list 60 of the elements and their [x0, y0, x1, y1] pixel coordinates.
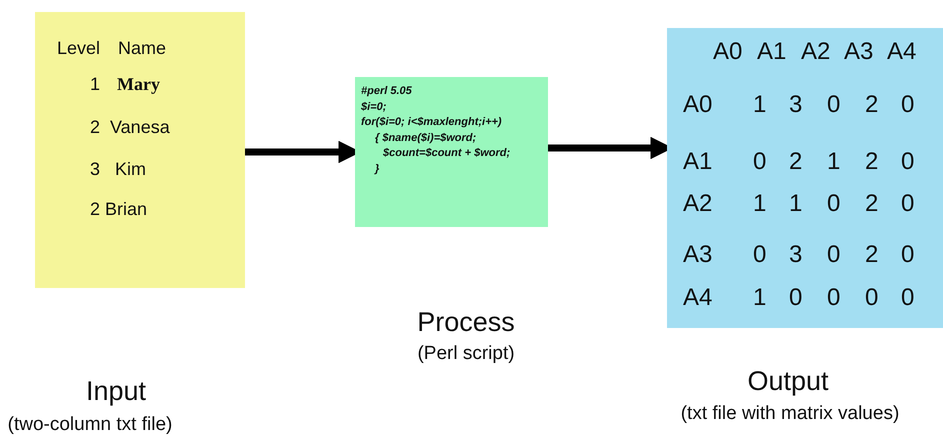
code-line: $i=0;: [361, 100, 386, 112]
matrix-header: A4: [683, 284, 712, 312]
matrix-cell: 2: [865, 190, 878, 218]
matrix-cell: 0: [827, 190, 840, 218]
table-cell: 2: [90, 117, 100, 138]
matrix-header: A2: [801, 38, 830, 66]
table-cell: Brian: [105, 199, 148, 220]
matrix-cell: 2: [865, 91, 878, 119]
matrix-cell: 1: [789, 190, 802, 218]
matrix-cell: 3: [789, 241, 802, 269]
matrix-header: A4: [887, 38, 916, 66]
table-cell: 2: [90, 199, 100, 220]
code-line: { $name($i)=$word;: [375, 132, 476, 144]
matrix-cell: 0: [827, 284, 840, 312]
stage-title: Output: [746, 366, 830, 397]
matrix-cell: 0: [901, 190, 914, 218]
stage-caption: (txt file with matrix values): [680, 403, 900, 425]
matrix-cell: 0: [901, 148, 914, 176]
matrix-cell: 0: [901, 284, 914, 312]
matrix-cell: 0: [789, 284, 802, 312]
matrix-cell: 1: [753, 91, 766, 119]
matrix-cell: 2: [865, 241, 878, 269]
stage-title: Process: [416, 307, 516, 338]
script-panel: [355, 77, 548, 227]
output-matrix-panel: [667, 28, 943, 328]
stage-title: Input: [84, 376, 148, 407]
column-header: Level: [57, 38, 100, 59]
stage-caption: (two-column txt file): [6, 414, 174, 436]
column-header: Name: [118, 38, 166, 59]
matrix-header: A1: [683, 148, 712, 176]
table-cell: 3: [90, 159, 100, 180]
table-cell: 1: [90, 74, 100, 95]
code-line: $count=$count + $word;: [383, 147, 510, 159]
matrix-cell: 1: [753, 190, 766, 218]
matrix-cell: 0: [753, 148, 766, 176]
stage-caption: (Perl script): [416, 343, 516, 365]
matrix-cell: 2: [865, 148, 878, 176]
matrix-header: A3: [844, 38, 874, 66]
code-line: #perl 5.05: [361, 85, 412, 97]
matrix-cell: 0: [827, 91, 840, 119]
matrix-header: A3: [683, 241, 712, 269]
input-file-panel: [35, 12, 245, 288]
matrix-cell: 1: [753, 284, 766, 312]
matrix-cell: 0: [827, 241, 840, 269]
table-cell: Kim: [115, 159, 146, 180]
code-line: }: [375, 162, 380, 174]
table-cell: Mary: [117, 74, 160, 95]
table-cell: Vanesa: [110, 117, 170, 138]
matrix-cell: 0: [901, 91, 914, 119]
matrix-cell: 2: [789, 148, 802, 176]
matrix-cell: 0: [901, 241, 914, 269]
matrix-cell: 1: [827, 148, 840, 176]
matrix-cell: 0: [865, 284, 878, 312]
code-line: for($i=0; i<$maxlenght;i++): [361, 116, 502, 128]
matrix-header: A0: [713, 38, 742, 66]
matrix-header: A0: [683, 91, 712, 119]
matrix-header: A2: [683, 190, 712, 218]
matrix-cell: 0: [753, 241, 766, 269]
matrix-cell: 3: [789, 91, 802, 119]
matrix-header: A1: [757, 38, 786, 66]
